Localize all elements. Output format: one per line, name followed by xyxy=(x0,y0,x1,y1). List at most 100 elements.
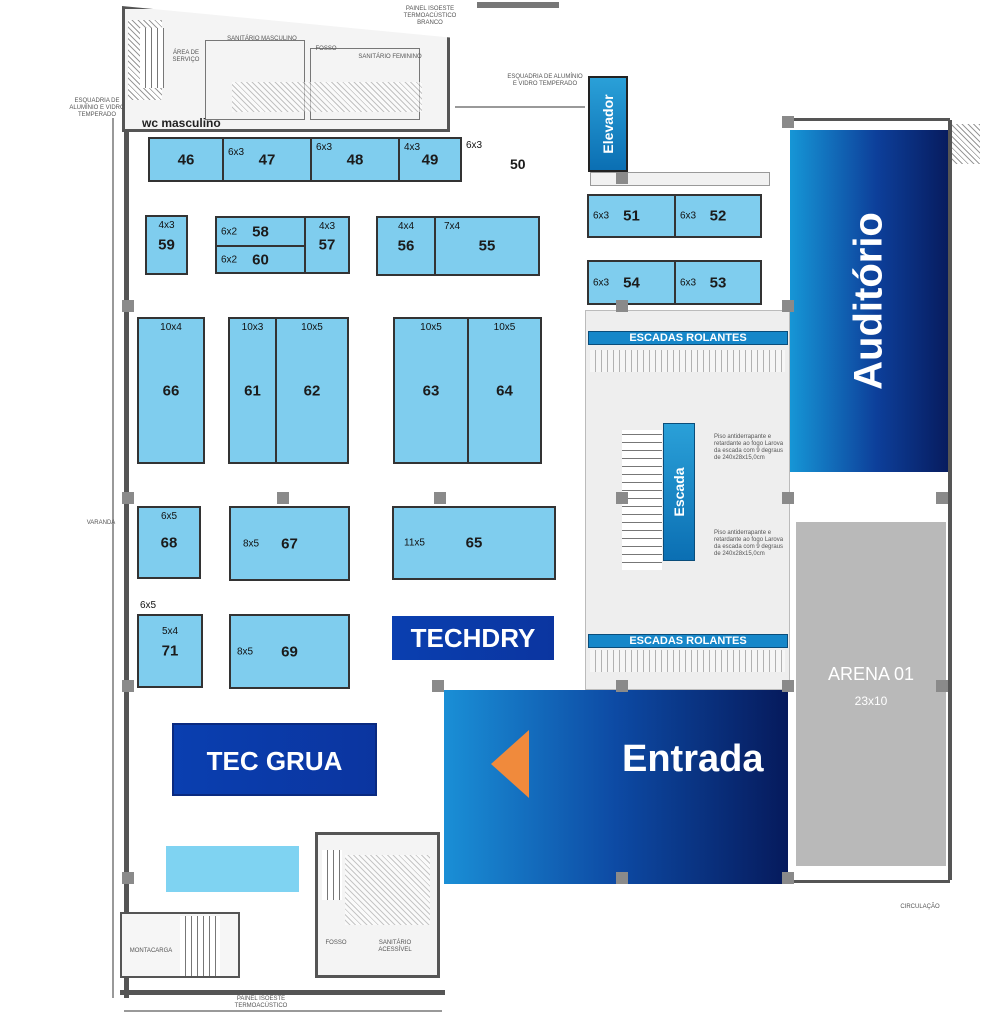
booth-size: 6x3 xyxy=(680,210,697,222)
techdry-banner[interactable]: TECHDRY xyxy=(392,616,554,660)
booth-number: 69 xyxy=(281,643,298,660)
stand-50-size: 6x3 xyxy=(466,140,483,151)
montacarga-stair xyxy=(180,916,220,976)
booth-68[interactable]: 6x5 68 xyxy=(137,506,201,579)
column xyxy=(122,680,134,692)
sanitario-feminino-label: SANITÁRIO FEMININO xyxy=(358,54,422,60)
elevador[interactable]: Elevador xyxy=(588,76,628,172)
booth-number: 64 xyxy=(496,382,513,399)
arena-01[interactable]: ARENA 01 23x10 xyxy=(796,522,946,866)
booth-number: 55 xyxy=(478,237,496,255)
esquadria-left-label: ESQUADRIA DE ALUMÍNIO E VIDRO TEMPERADO xyxy=(69,98,125,118)
elevator-door-strip xyxy=(590,172,770,186)
tec-grua-banner[interactable]: TEC GRUA xyxy=(172,723,377,796)
top-left-dash xyxy=(477,2,559,8)
bottom-stair xyxy=(322,850,342,900)
booth-number: 57 xyxy=(318,236,336,254)
column xyxy=(782,116,794,128)
booth-number: 53 xyxy=(709,274,727,291)
booth-size: 4x3 xyxy=(158,220,175,231)
column xyxy=(782,492,794,504)
column xyxy=(432,680,444,692)
bottom-toilets xyxy=(345,855,430,925)
east-wall xyxy=(948,120,952,880)
fosso-top-label: FOSSO xyxy=(315,46,337,52)
esquadria-top-label: ESQUADRIA DE ALUMÍNIO E VIDRO TEMPERADO xyxy=(507,74,583,87)
sanitario-acessivel-label: SANITÁRIO ACESSÍVEL xyxy=(378,940,412,953)
booth-size: 5x4 xyxy=(161,626,179,637)
booth-number: 65 xyxy=(465,534,483,552)
booth-number: 67 xyxy=(281,535,298,552)
toilet-stalls xyxy=(232,82,422,112)
column xyxy=(122,872,134,884)
piso-note-2: Piso antiderrapante e retardante ao fogo… xyxy=(714,530,784,557)
booth-size: 6x5 xyxy=(160,511,178,522)
column xyxy=(122,300,134,312)
escalator-bottom-strip xyxy=(590,650,785,672)
booth-size: 10x3 xyxy=(241,322,264,333)
escadas-rolantes-top[interactable]: ESCADAS ROLANTES xyxy=(588,331,788,345)
column xyxy=(616,172,628,184)
stair-left xyxy=(622,430,662,570)
west-wall xyxy=(124,118,129,998)
west-wall-outer xyxy=(112,118,114,998)
column xyxy=(782,872,794,884)
booth-47[interactable]: 6x3 47 xyxy=(222,137,312,182)
booth-number: 68 xyxy=(160,534,178,551)
booth-number: 47 xyxy=(258,151,276,168)
column xyxy=(616,492,628,504)
auditorio[interactable]: Auditório xyxy=(790,130,948,472)
booth-size: 4x3 xyxy=(318,221,336,232)
booth-number: 60 xyxy=(252,251,269,268)
booth-size: 8x5 xyxy=(243,538,260,549)
booth-number: 62 xyxy=(303,382,321,399)
booth-size: 6x3 xyxy=(228,147,245,158)
column xyxy=(616,680,628,692)
booth-size: 6x3 xyxy=(593,210,610,222)
light-blue-area xyxy=(166,846,299,892)
sanitario-masculino-room xyxy=(205,40,305,120)
column xyxy=(122,492,134,504)
column xyxy=(616,872,628,884)
entrada-label: Entrada xyxy=(622,738,764,780)
southeast-wall xyxy=(790,880,950,883)
booth-number: 49 xyxy=(421,151,439,168)
booth-number: 48 xyxy=(346,151,364,168)
column xyxy=(782,300,794,312)
booth-46[interactable]: 46 xyxy=(148,137,224,182)
fosso-bottom-label: FOSSO xyxy=(325,940,347,946)
sanitario-masculino-label: SANITÁRIO MASCULINO xyxy=(227,36,297,42)
booth-67[interactable]: 8x5 67 xyxy=(229,506,350,581)
column xyxy=(936,492,948,504)
booth-size: 6x3 xyxy=(593,277,610,288)
booth-number: 58 xyxy=(252,223,269,240)
arena-size: 23x10 xyxy=(854,694,888,708)
booth-size: 10x5 xyxy=(420,322,442,333)
stand-50-label[interactable]: 50 xyxy=(510,156,526,172)
entrada[interactable]: Entrada xyxy=(444,690,788,884)
escada[interactable]: Escada xyxy=(663,423,695,561)
column xyxy=(434,492,446,504)
booth-number: 56 xyxy=(397,237,415,255)
escadas-rolantes-bottom[interactable]: ESCADAS ROLANTES xyxy=(588,634,788,648)
